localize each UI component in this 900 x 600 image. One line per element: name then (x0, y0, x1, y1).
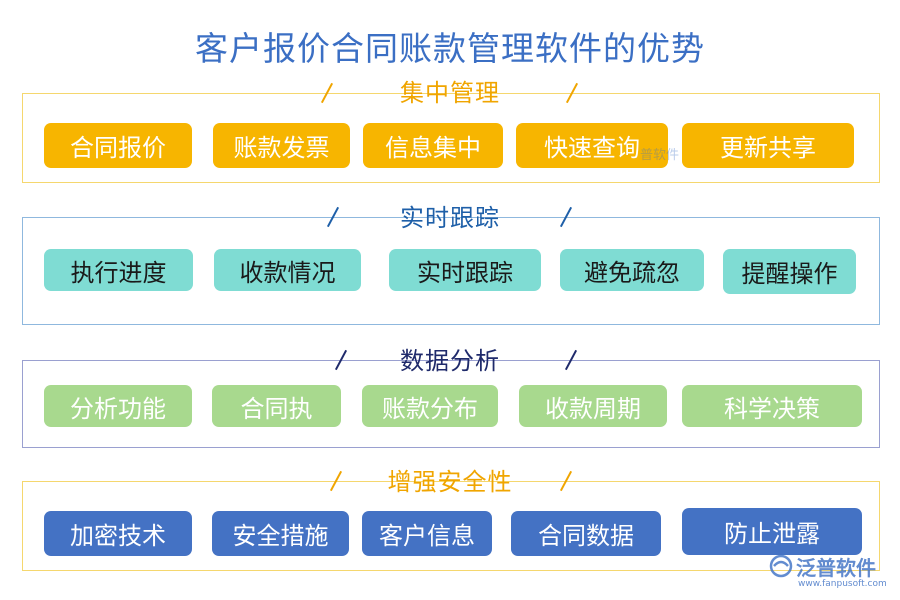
section-title-realtime-tracking: 实时跟踪 (400, 204, 500, 232)
section-title-enhanced-security: 增强安全性 (387, 468, 513, 496)
item-box: 分析功能 (44, 385, 192, 427)
item-box: 账款分布 (362, 385, 498, 427)
brand-watermark: 泛普软件 www.fanpusoft.com (768, 552, 894, 598)
item-box: 科学决策 (682, 385, 862, 427)
item-box: 防止泄露 (682, 508, 862, 555)
section-enhanced-security (22, 481, 880, 571)
section-title-data-analysis: 数据分析 (400, 347, 500, 375)
item-box: 更新共享 (682, 123, 854, 168)
section-title-centralized-management: 集中管理 (400, 79, 500, 107)
item-box: 收款情况 (214, 249, 361, 291)
fanpu-logo-icon (769, 554, 793, 578)
center-watermark-text: 普软件 (640, 148, 680, 163)
item-box: 合同报价 (44, 123, 192, 168)
item-box: 合同数据 (511, 511, 661, 556)
item-box: 提醒操作 (723, 249, 856, 294)
section-centralized-management (22, 93, 880, 183)
item-box: 信息集中 (363, 123, 503, 168)
section-data-analysis (22, 360, 880, 448)
item-box: 收款周期 (519, 385, 667, 427)
item-box: 快速查询 (516, 123, 668, 168)
item-box: 合同执 (212, 385, 341, 427)
section-realtime-tracking (22, 217, 880, 325)
item-box: 实时跟踪 (389, 249, 541, 291)
item-box: 加密技术 (44, 511, 192, 556)
page-title: 客户报价合同账款管理软件的优势 (195, 29, 705, 68)
item-box: 账款发票 (213, 123, 350, 168)
brand-name: 泛普软件 (796, 556, 876, 580)
item-box: 避免疏忽 (560, 249, 704, 291)
item-box: 客户信息 (362, 511, 492, 556)
item-box: 执行进度 (44, 249, 193, 291)
brand-url: www.fanpusoft.com (798, 579, 887, 589)
item-box: 安全措施 (212, 511, 349, 556)
